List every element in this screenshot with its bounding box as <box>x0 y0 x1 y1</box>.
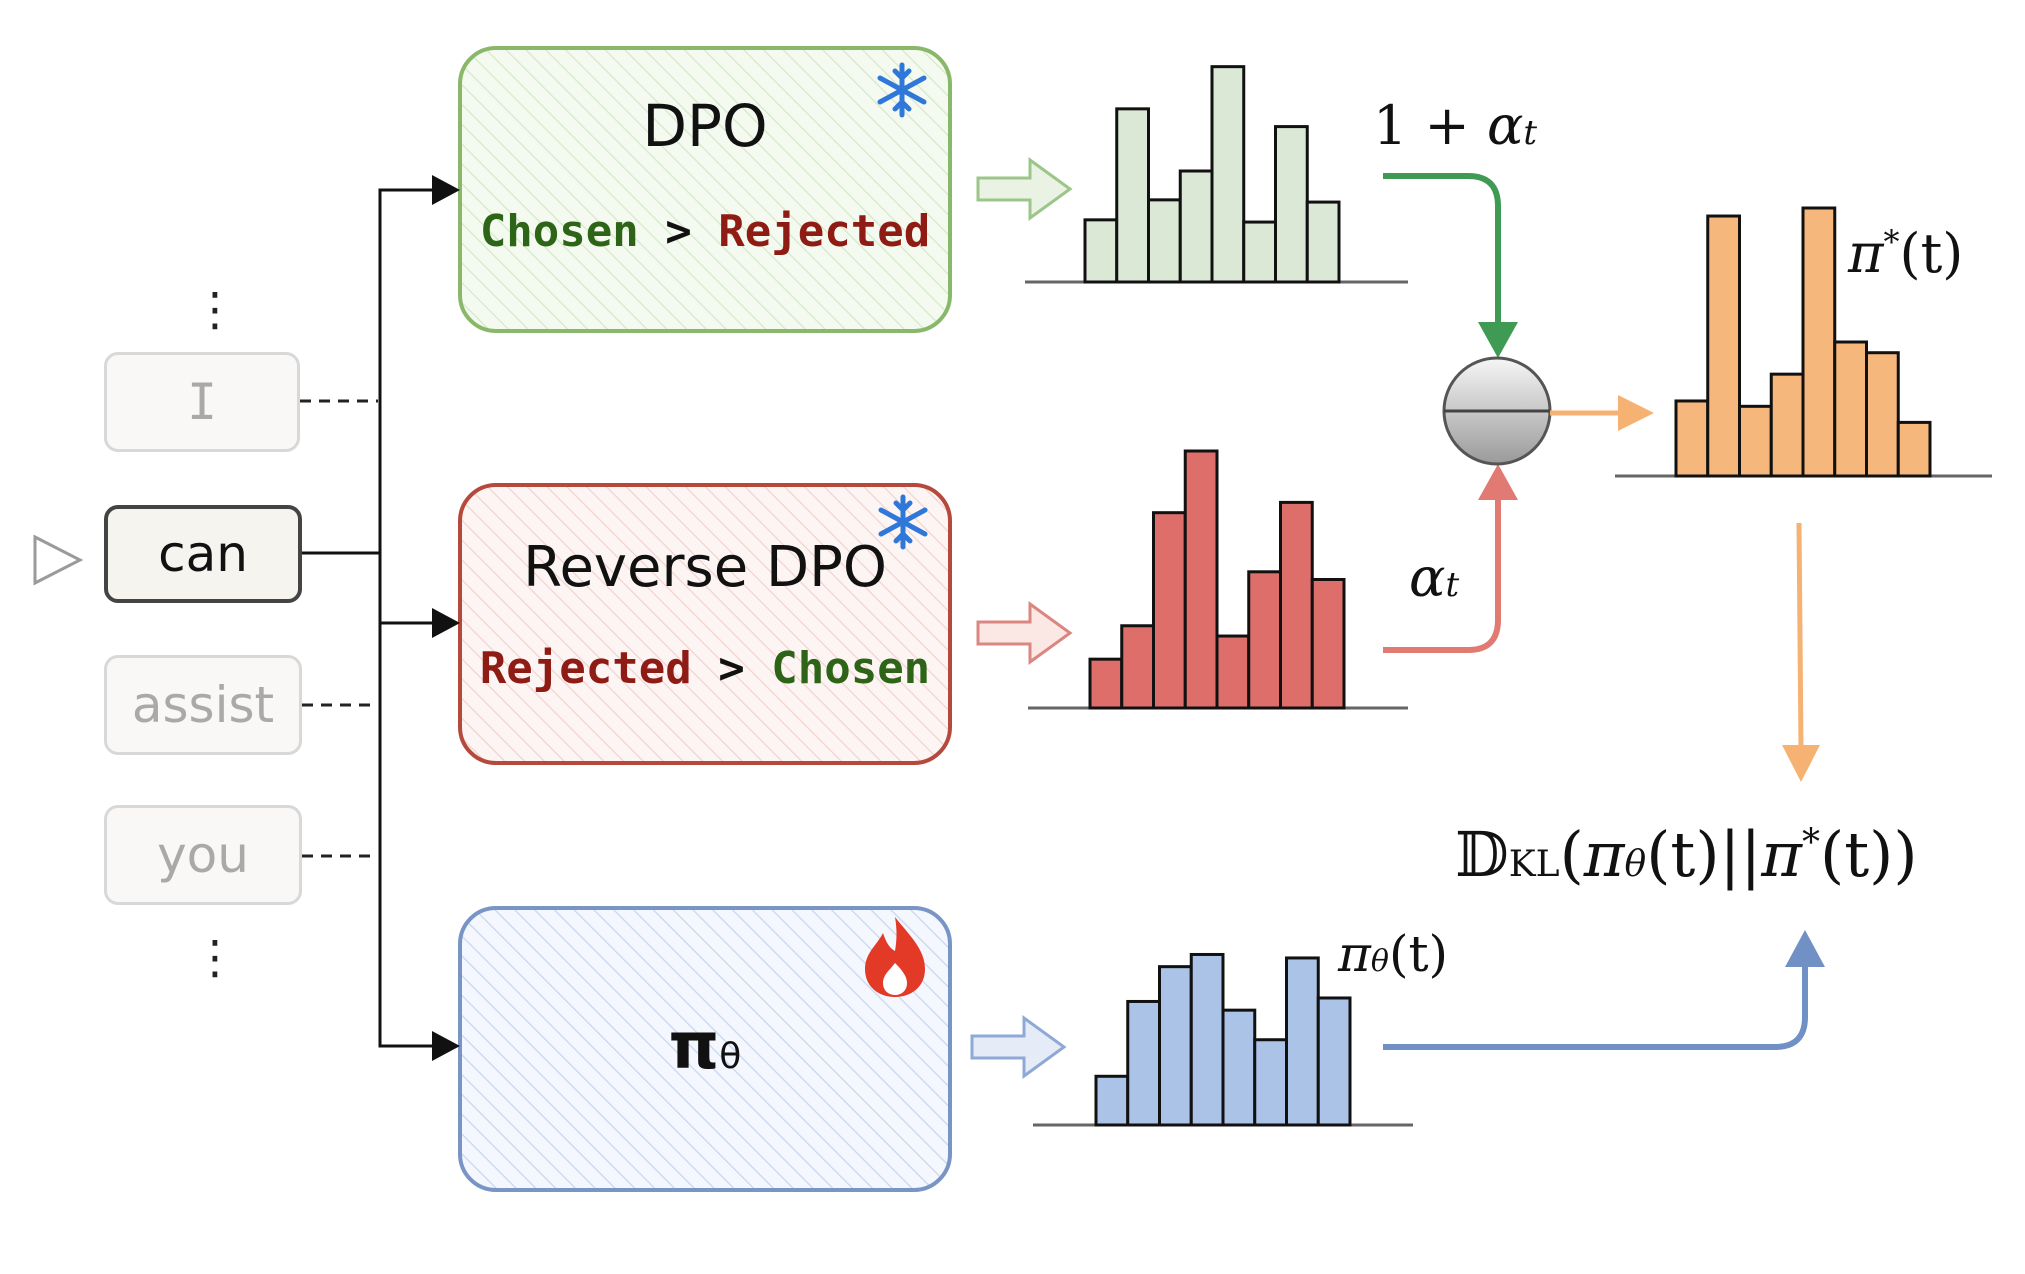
dpo-title: DPO <box>642 92 768 160</box>
pi-star-label: π*(t) <box>1848 222 1964 285</box>
histogram-bar <box>1183 449 1219 710</box>
arrowhead-dpo <box>432 175 460 205</box>
histogram-bar <box>1221 1008 1257 1127</box>
histogram-bar <box>1189 952 1225 1127</box>
token-can[interactable]: can <box>104 505 302 603</box>
token-assist[interactable]: assist <box>104 655 302 755</box>
orange-down-arrowhead <box>1782 745 1820 782</box>
block-arrow-policy <box>970 1015 1067 1079</box>
histogram-bar <box>1158 965 1193 1127</box>
orange-arrowhead <box>1618 395 1654 431</box>
blue-flow-arrow <box>1383 964 1808 1050</box>
histogram-bar <box>1738 404 1773 478</box>
dpo-chosen-label: Chosen <box>479 206 639 257</box>
arrowhead-reverse <box>432 608 460 638</box>
reverse-rejected-label: Rejected <box>479 643 692 694</box>
histogram-reverse-dpo <box>1088 449 1346 710</box>
histogram-bar <box>1147 198 1182 284</box>
ellipsis-top: ⋮ <box>192 282 238 336</box>
reverse-dpo-preference: Rejected > Chosen <box>460 643 950 694</box>
block-arrow-dpo <box>976 157 1073 221</box>
pointer-triangle-icon <box>33 534 84 586</box>
histogram-bar <box>1833 340 1868 478</box>
histogram-bar <box>1310 578 1346 710</box>
histogram-bar <box>1285 956 1320 1127</box>
token-i[interactable]: I <box>104 352 300 452</box>
histogram-bar <box>1083 218 1119 284</box>
policy-theta: θ <box>719 1036 742 1077</box>
pi-theta-label: πθ(t) <box>1338 925 1449 983</box>
histogram-bar <box>1215 634 1251 710</box>
snowflake-icon <box>877 62 927 118</box>
blue-arrowhead <box>1785 930 1825 967</box>
branch-vertical <box>378 188 434 1048</box>
histogram-bar <box>1210 65 1246 284</box>
policy-pi: π <box>668 1010 720 1084</box>
ellipsis-bottom: ⋮ <box>192 930 238 984</box>
histogram-policy <box>1094 952 1352 1127</box>
reverse-dpo-title: Reverse DPO <box>523 535 887 600</box>
histogram-bar <box>1865 351 1900 478</box>
histogram-bar <box>1769 372 1805 478</box>
histogram-bar <box>1088 657 1124 710</box>
reverse-gt-symbol: > <box>718 643 745 694</box>
histogram-bar <box>1305 200 1341 284</box>
histogram-bar <box>1094 1074 1130 1127</box>
policy-box <box>458 906 952 1192</box>
reverse-chosen-label: Chosen <box>771 643 931 694</box>
arrowhead-policy <box>432 1031 460 1061</box>
histogram-bar <box>1115 107 1150 284</box>
snowflake-icon <box>878 494 928 550</box>
histogram-bar <box>1316 996 1352 1127</box>
histogram-bar <box>1152 511 1187 710</box>
token-you[interactable]: you <box>104 805 302 905</box>
histogram-bar <box>1247 570 1282 710</box>
histogram-bar <box>1120 624 1155 710</box>
histogram-bar <box>1896 420 1932 478</box>
block-arrow-reverse <box>976 601 1073 665</box>
dpo-box <box>458 46 952 333</box>
histogram-bar <box>1706 214 1741 478</box>
kl-divergence-label: 𝔻KL(πθ(t)||π*(t)) <box>1455 818 1918 891</box>
histogram-bar <box>1279 500 1314 710</box>
policy-title: πθ <box>460 1010 950 1084</box>
green-flow-arrow <box>1383 173 1501 325</box>
red-flow-arrow <box>1383 496 1501 653</box>
histogram-bar <box>1253 1038 1288 1127</box>
one-plus-alpha-label: 1 + αt <box>1373 94 1538 157</box>
green-arrowhead <box>1478 322 1518 358</box>
fire-icon <box>865 917 925 997</box>
histogram-target <box>1674 206 1932 478</box>
alpha-label: αt <box>1409 546 1460 609</box>
reverse-dpo-box <box>458 483 952 765</box>
histogram-dpo <box>1083 65 1341 284</box>
dpo-rejected-label: Rejected <box>718 206 931 257</box>
histogram-bar <box>1674 399 1710 478</box>
histogram-bar <box>1126 999 1161 1127</box>
histogram-bar <box>1242 220 1277 284</box>
red-arrowhead <box>1478 464 1518 500</box>
histogram-bar <box>1274 125 1309 284</box>
dpo-gt-symbol: > <box>665 206 692 257</box>
histogram-bar <box>1801 206 1837 478</box>
orange-down-arrow <box>1796 522 1804 749</box>
histogram-bar <box>1178 169 1214 284</box>
dpo-preference: Chosen > Rejected <box>460 206 950 257</box>
